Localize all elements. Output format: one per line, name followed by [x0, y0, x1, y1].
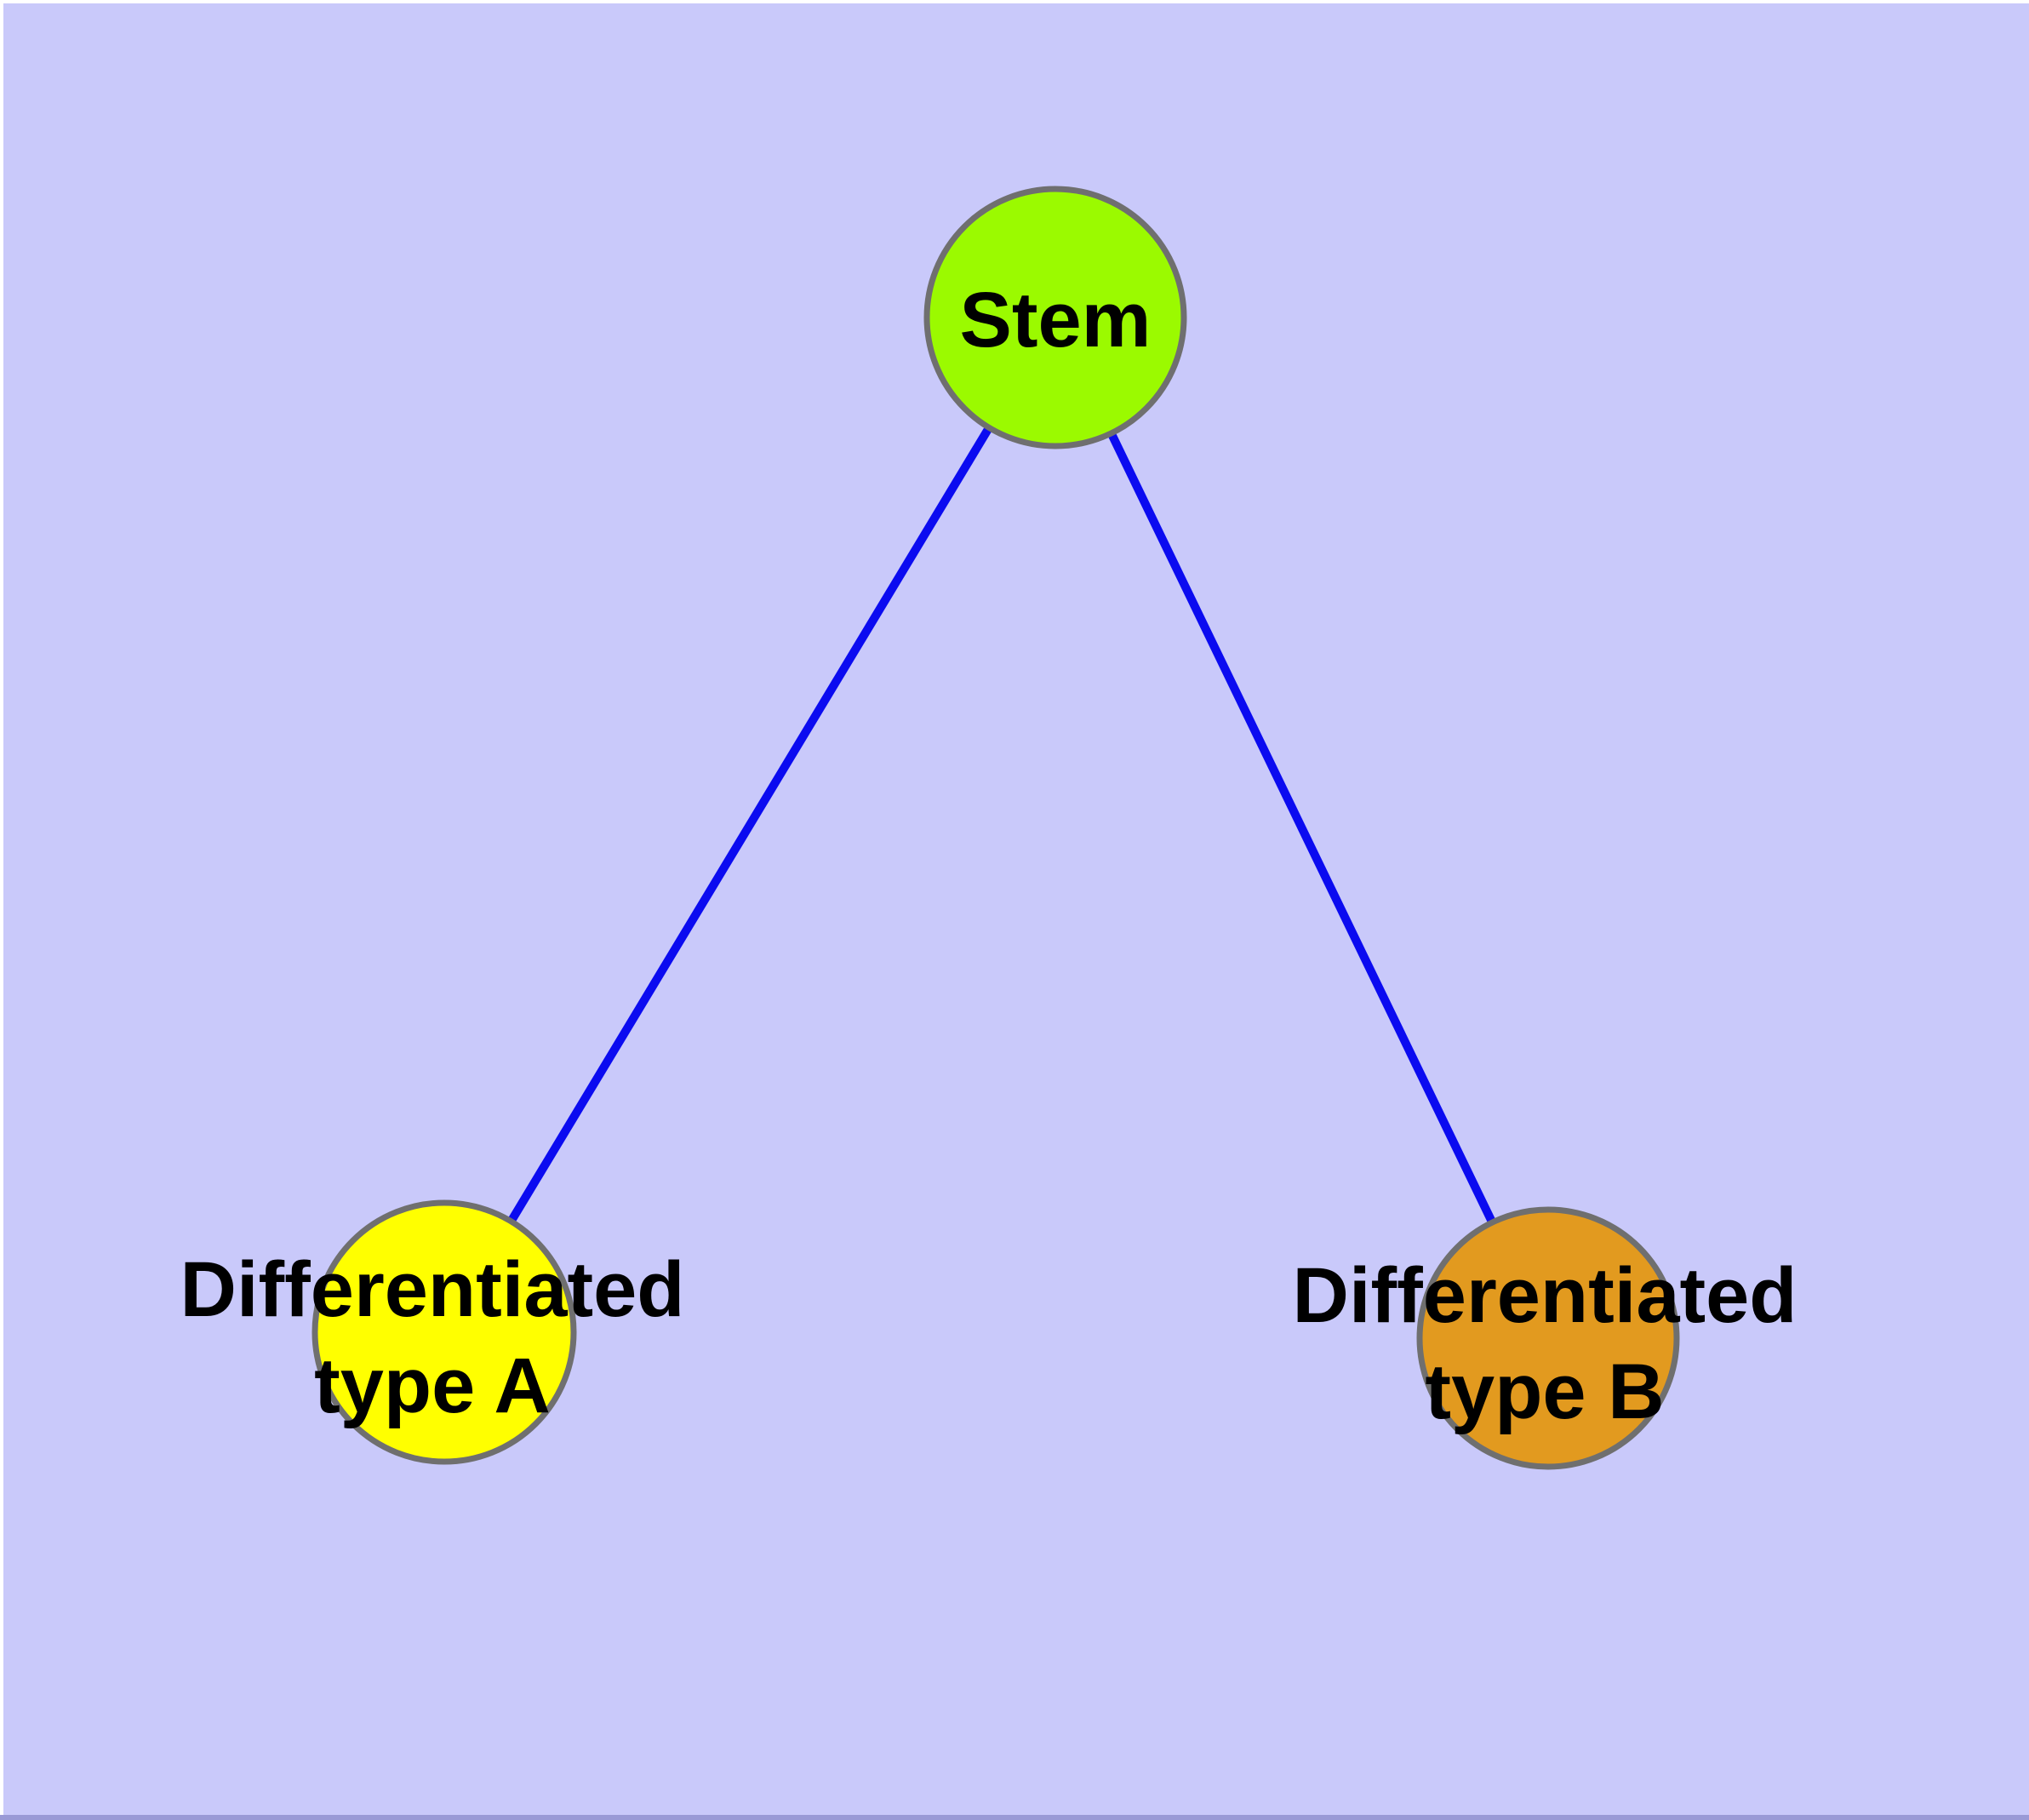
edge-stem-to-type-a [440, 315, 1060, 1335]
node-stem [923, 186, 1187, 449]
node-differentiated-type-b [1416, 1206, 1680, 1470]
node-differentiated-type-a [311, 1199, 577, 1465]
node-type-b-label-line2: type B [1425, 1348, 1664, 1435]
node-type-b-label-line1: Differentiated [1293, 1252, 1798, 1339]
edge-stem-to-type-b [1051, 315, 1552, 1341]
node-type-a-label-line1: Differentiated [180, 1246, 685, 1333]
node-stem-label: Stem [960, 277, 1152, 363]
canvas-bottom-edge [0, 1815, 2029, 1820]
node-type-a-label-line2: type A [314, 1342, 551, 1429]
